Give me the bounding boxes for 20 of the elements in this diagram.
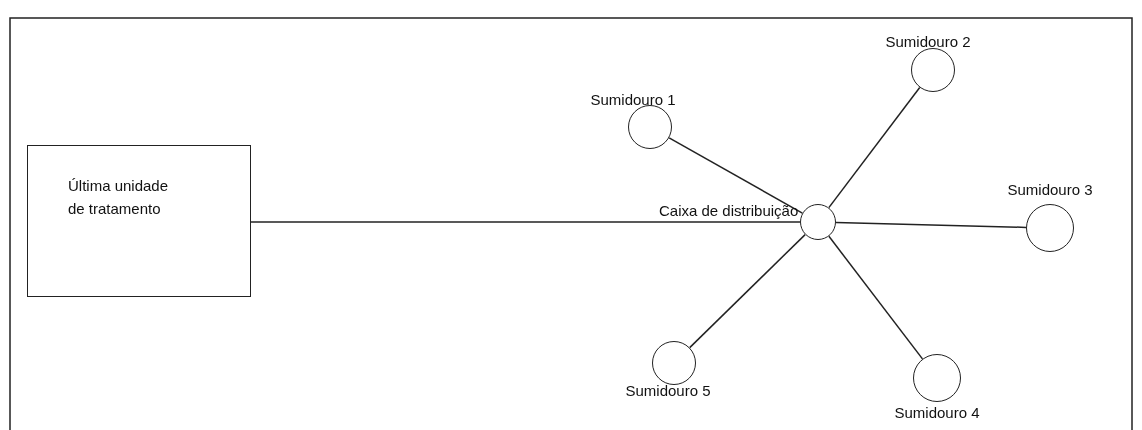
circle-node [1026, 204, 1074, 252]
connector-line [828, 86, 921, 209]
node-label: Sumidouro 1 [590, 91, 676, 109]
node-label: Sumidouro 3 [1007, 181, 1093, 199]
node-label: Sumidouro 4 [894, 404, 980, 422]
box-label: Última unidade de tratamento [68, 176, 170, 219]
node-label: Sumidouro 2 [885, 33, 971, 51]
circle-node [652, 341, 696, 385]
connector-line [828, 235, 924, 360]
circle-node [800, 204, 836, 240]
circle-node [913, 354, 961, 402]
node-label: Caixa de distribuição [659, 202, 799, 220]
connector-line [250, 221, 801, 223]
circle-node [911, 48, 955, 92]
connector-line [688, 233, 806, 349]
connector-line [668, 137, 804, 214]
connector-line [835, 221, 1027, 229]
process-box [27, 145, 251, 297]
node-label: Sumidouro 5 [625, 382, 711, 400]
circle-node [628, 105, 672, 149]
